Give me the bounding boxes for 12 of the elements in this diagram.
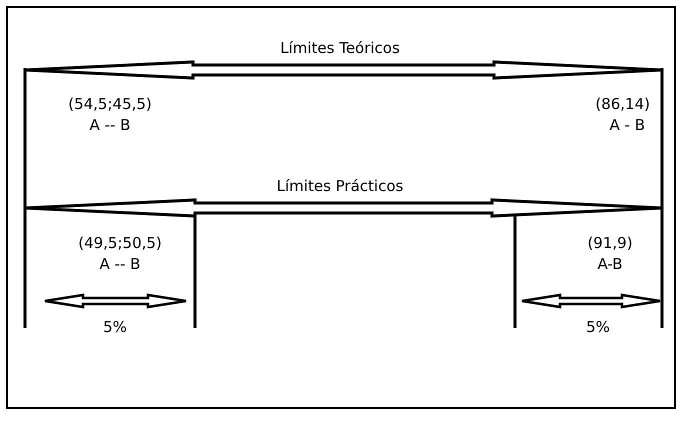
text-label: 5% <box>586 318 610 336</box>
text-label: (86,14) <box>595 95 650 113</box>
text-label: A - B <box>609 116 645 134</box>
text-label: 5% <box>103 318 127 336</box>
text-label: A-B <box>597 255 623 273</box>
text-label: (91,9) <box>587 234 633 252</box>
text-label: (54,5;45,5) <box>68 95 152 113</box>
text-label: A -- B <box>90 116 130 134</box>
text-label: (49,5;50,5) <box>78 234 162 252</box>
text-label: A -- B <box>100 255 140 273</box>
text-label: Límites Teóricos <box>280 39 400 57</box>
text-label: Límites Prácticos <box>276 177 404 195</box>
